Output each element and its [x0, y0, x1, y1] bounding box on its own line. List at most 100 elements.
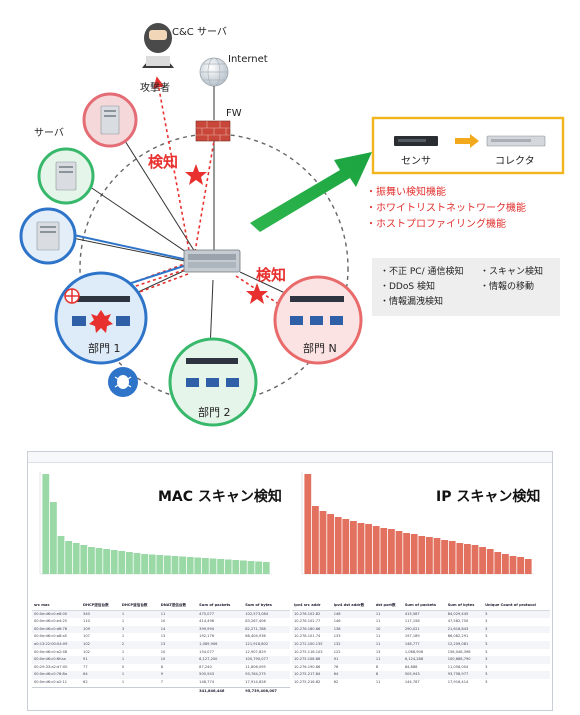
detection-star-1 [185, 164, 207, 185]
table-cell: 122 [333, 649, 341, 654]
cc-server-label: C&C サーバ [172, 27, 227, 38]
table-header-cell[interactable]: Sum of packets [402, 602, 446, 611]
table-header-cell[interactable]: Unique Count of protocol [483, 602, 550, 611]
bar [350, 521, 357, 574]
table-cell: 3 [485, 679, 488, 684]
table-header-cell[interactable]: ipv4 dst addr数 [331, 602, 374, 611]
detection-star-2 [246, 283, 268, 304]
table-header-cell[interactable]: dst port数 [373, 602, 403, 611]
table-cell: 11 [375, 679, 381, 684]
table-header-cell[interactable]: Sum of bytes [243, 602, 290, 611]
table-cell: 121,918,802 [243, 640, 290, 649]
department-2-node [168, 337, 258, 427]
bar [502, 554, 509, 574]
table-cell: 10.275.216.82 [294, 679, 321, 684]
table-cell: 156,048,398 [447, 649, 471, 654]
table-cell: 475,077 [197, 610, 244, 619]
bar [441, 540, 448, 574]
table-cell: 1 [121, 634, 125, 639]
table-cell: 9 [158, 671, 198, 679]
table-cell: 10 [160, 649, 166, 654]
flow-arrow-icon [455, 134, 479, 148]
table-cell: 340 [81, 610, 120, 619]
table-cell: 192,176 [199, 634, 215, 639]
table-cell: 13 [375, 649, 381, 654]
bar [255, 561, 262, 574]
table-header-cell[interactable]: Sum of bytes [445, 602, 484, 611]
table-cell: 10.276.190.86 [294, 664, 321, 669]
table-header-cell[interactable]: src mac [32, 602, 82, 611]
table-cell: 95,739,408,007 [243, 686, 290, 696]
bar [395, 531, 403, 574]
table-cell: 3 [483, 656, 550, 664]
bar [372, 526, 380, 574]
table-cell: 10.276.102.77 [294, 619, 321, 624]
table-cell: 3 [119, 625, 159, 634]
server-label: サーバ [34, 128, 64, 139]
firewall-icon [195, 120, 231, 142]
table-cell: 100,790,077 [243, 656, 290, 664]
bar [88, 547, 95, 574]
table-cell: 1 [119, 671, 159, 679]
internet-label: Internet [228, 54, 268, 65]
ip-scan-title: IP スキャン検知 [436, 489, 541, 505]
bar [247, 561, 255, 574]
table-cell: 10.272.100.135 [292, 640, 332, 649]
bar [224, 559, 232, 574]
server-node-green [37, 147, 95, 205]
table-cell: 76 [333, 664, 339, 669]
table-cell: 399,994 [197, 625, 244, 634]
bar [494, 552, 502, 574]
table-cell: 10 [373, 625, 403, 634]
bar [164, 555, 171, 574]
table-header-cell[interactable]: Sum of packets [197, 602, 244, 611]
table-header-cell[interactable]: DHCP送信台数 [81, 602, 120, 611]
table-cell: 415,587 [402, 610, 446, 619]
table-cell: 10.278.101.74 [294, 634, 321, 639]
table-header-cell[interactable]: DHCP返信台数 [119, 602, 159, 611]
table-cell: 17,916,414 [447, 679, 469, 684]
table-header-cell[interactable]: ipv4 src addr [292, 602, 332, 611]
bar [95, 548, 103, 574]
table-cell: 1 [121, 649, 125, 654]
table-cell: 110 [83, 619, 90, 624]
table-cell: 13 [160, 634, 166, 639]
bar [357, 523, 365, 574]
feature-list: ・振舞い検知機能 ・ホワイトリストネットワーク機能 ・ホストプロファイリング機能 [366, 185, 526, 233]
table-header-cell[interactable]: DNAT送信台数 [158, 602, 198, 611]
bar [433, 538, 441, 574]
table-cell: 10.275.116.103 [294, 649, 323, 654]
bar [171, 556, 179, 574]
connection-lines [47, 124, 301, 351]
bar [179, 556, 186, 574]
table-cell: 00:0e:d6:c0:e8:00 [32, 610, 82, 619]
collector-label: コレクタ [495, 156, 535, 167]
feature-item: ・ホストプロファイリング機能 [366, 219, 506, 230]
table-cell: 11 [373, 656, 403, 664]
table-cell: 3 [485, 634, 488, 639]
table-cell: 00:0e:d6:c0:6f:aa [32, 656, 82, 664]
table-cell: 12,209,081 [445, 640, 484, 649]
